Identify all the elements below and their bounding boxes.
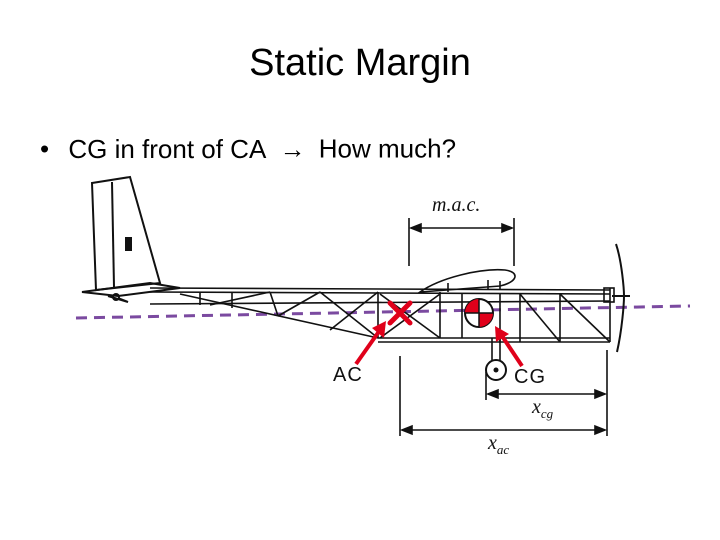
fuselage-frame [149, 287, 615, 343]
wheel-icon [485, 359, 507, 381]
bullet-point: • CG in front of CA → How much? [40, 132, 456, 165]
wing [417, 268, 516, 294]
x-ac-dimension [399, 356, 608, 436]
reference-line [75, 304, 691, 320]
cg-label: CG [514, 366, 546, 388]
x-cg-dimension [485, 350, 608, 436]
x-ac-label: xac [487, 432, 509, 457]
landing-gear [491, 338, 501, 360]
right-arrow-icon: → [279, 133, 306, 164]
cg-pointer-arrow [495, 326, 524, 368]
propeller [612, 243, 630, 353]
mac-label: m.a.c. [432, 194, 480, 216]
bullet-text-before: CG in front of CA [68, 133, 267, 164]
cg-target-icon [464, 298, 494, 328]
x-cg-subscript: cg [541, 406, 554, 421]
x-cg-main: x [531, 396, 541, 418]
bullet-text-after: How much? [318, 133, 457, 164]
mac-dimension [408, 218, 515, 266]
vertical-tail [90, 175, 162, 292]
bullet-marker: • [40, 133, 50, 164]
x-cg-label: xcg [531, 396, 554, 421]
ac-label: AC [333, 364, 363, 386]
ac-pointer-arrow [354, 321, 386, 366]
slide-title: Static Margin [249, 42, 471, 84]
x-mark-icon [387, 300, 413, 326]
x-ac-main: x [487, 432, 497, 454]
x-ac-subscript: ac [497, 442, 510, 457]
